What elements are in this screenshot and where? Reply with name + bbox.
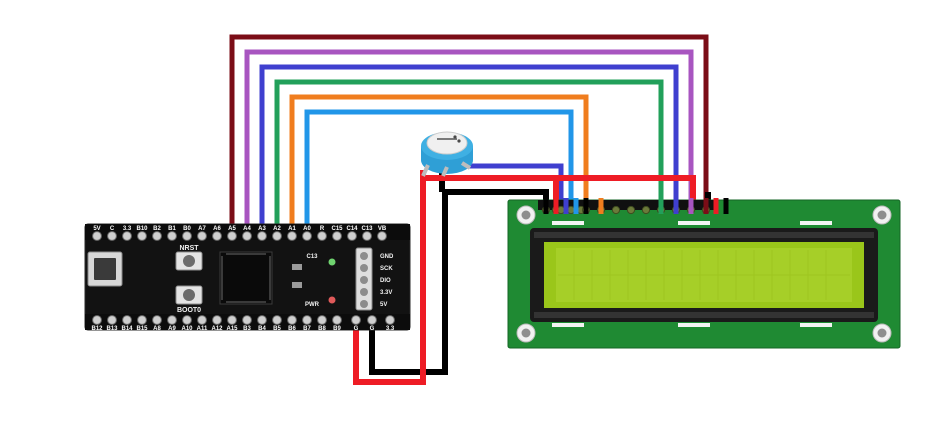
mcu-bottom-header[interactable]: B12 B13 B14 B15 A8 A9 A10 A11 A12 A15 B3…	[91, 315, 395, 332]
mcu-silk-label-c13: C13	[306, 254, 318, 260]
swd-label-gnd: GND	[380, 254, 394, 260]
mcu-board[interactable]: 5V C 3.3 B10 B2 B1 B0 A7 A6 A5 A4 A3 A2 …	[84, 223, 411, 332]
wire-a1-orange	[289, 94, 589, 232]
mcu-bottom-pin-label: A9	[168, 326, 176, 332]
mcu-top-pin-label: A1	[288, 226, 296, 232]
wire-a3-blue	[259, 64, 679, 232]
lcd-module[interactable]	[507, 199, 901, 349]
mcu-top-pin-label: A2	[273, 226, 281, 232]
lcd-mounting-holes	[516, 205, 892, 343]
mcu-bottom-pin-label: A15	[226, 326, 238, 332]
potentiometer[interactable]	[421, 131, 473, 177]
mcu-bottom-pin-label: 3.3	[386, 326, 395, 332]
swd-label-3v3: 3.3V	[380, 290, 392, 296]
mcu-bottom-pin-label: G	[354, 326, 359, 332]
mcu-top-pin-pads	[92, 231, 387, 241]
mcu-bottom-pin-label: B12	[91, 326, 103, 332]
mcu-bottom-pin-label: B13	[106, 326, 118, 332]
mcu-bottom-pin-label: G	[370, 326, 375, 332]
mcu-top-pin-label: A6	[213, 226, 221, 232]
swd-label-dio: DIO	[380, 278, 391, 284]
mcu-top-pin-label: A4	[243, 226, 251, 232]
mcu-bottom-pin-label: A11	[197, 326, 208, 332]
mcu-bottom-pin-label: B6	[288, 326, 296, 332]
swd-label-5v: 5V	[380, 302, 387, 308]
mcu-bottom-pin-label: B3	[243, 326, 251, 332]
wire-a5-dark-red	[229, 34, 709, 232]
wire-vcc-red	[353, 175, 696, 385]
mcu-bottom-pin-label: B9	[333, 326, 341, 332]
mcu-top-pin-label: VB	[378, 226, 387, 232]
wire-a4-purple	[244, 49, 694, 232]
mcu-bottom-pin-label: B7	[303, 326, 311, 332]
mcu-top-pin-label: C14	[346, 226, 358, 232]
wire-pot-wiper-blue	[455, 163, 564, 205]
mcu-top-pin-label: B2	[153, 226, 161, 232]
mcu-top-pin-label: C	[110, 226, 115, 232]
mcu-bottom-pin-label: A8	[153, 326, 161, 332]
potentiometer-knob[interactable]	[426, 131, 468, 155]
wire-a0-light-blue	[304, 109, 574, 232]
mcu-bottom-pin-label: B15	[136, 326, 148, 332]
potentiometer-legs	[421, 161, 472, 177]
mcu-button-label-nrst: NRST	[179, 245, 199, 252]
wire-gnd-black	[369, 189, 549, 375]
mcu-top-pin-label: C15	[331, 226, 343, 232]
mcu-bottom-pin-label: B14	[121, 326, 133, 332]
mcu-top-pin-label: A0	[303, 226, 311, 232]
wire-a2-green	[274, 79, 664, 232]
mcu-top-pin-label: C13	[361, 226, 373, 232]
mcu-top-header[interactable]: 5V C 3.3 B10 B2 B1 B0 A7 A6 A5 A4 A3 A2 …	[92, 226, 387, 241]
mcu-pcb-details: NRST BOOT0 C13 PWR	[87, 245, 336, 314]
mcu-top-pin-label: A3	[258, 226, 266, 232]
swd-header[interactable]: GND SCK DIO 3.3V 5V	[355, 247, 394, 311]
lcd-silk-marks	[552, 221, 832, 327]
mcu-top-pin-label: R	[320, 226, 325, 232]
mcu-bottom-pin-label: B8	[318, 326, 326, 332]
mcu-top-pin-label: A7	[198, 226, 206, 232]
mcu-bottom-pin-pads	[92, 315, 395, 325]
mcu-top-pin-label: B1	[168, 226, 176, 232]
mcu-button-label-boot0: BOOT0	[177, 307, 201, 314]
mcu-silk-label-pwr: PWR	[305, 302, 320, 308]
mcu-bottom-pin-label: A12	[211, 326, 223, 332]
mcu-top-pin-label: A5	[228, 226, 236, 232]
lcd-character-grid	[558, 250, 850, 300]
mcu-top-pin-label: B0	[183, 226, 191, 232]
swd-label-sck: SCK	[380, 266, 393, 272]
mcu-bottom-pin-label: B5	[273, 326, 281, 332]
mcu-bottom-pin-label: B4	[258, 326, 266, 332]
mcu-bottom-pin-label: A10	[181, 326, 193, 332]
mcu-top-pin-label: 5V	[93, 226, 100, 232]
mcu-top-pin-label: 3.3	[123, 226, 132, 232]
mcu-top-pin-label: B10	[136, 226, 148, 232]
